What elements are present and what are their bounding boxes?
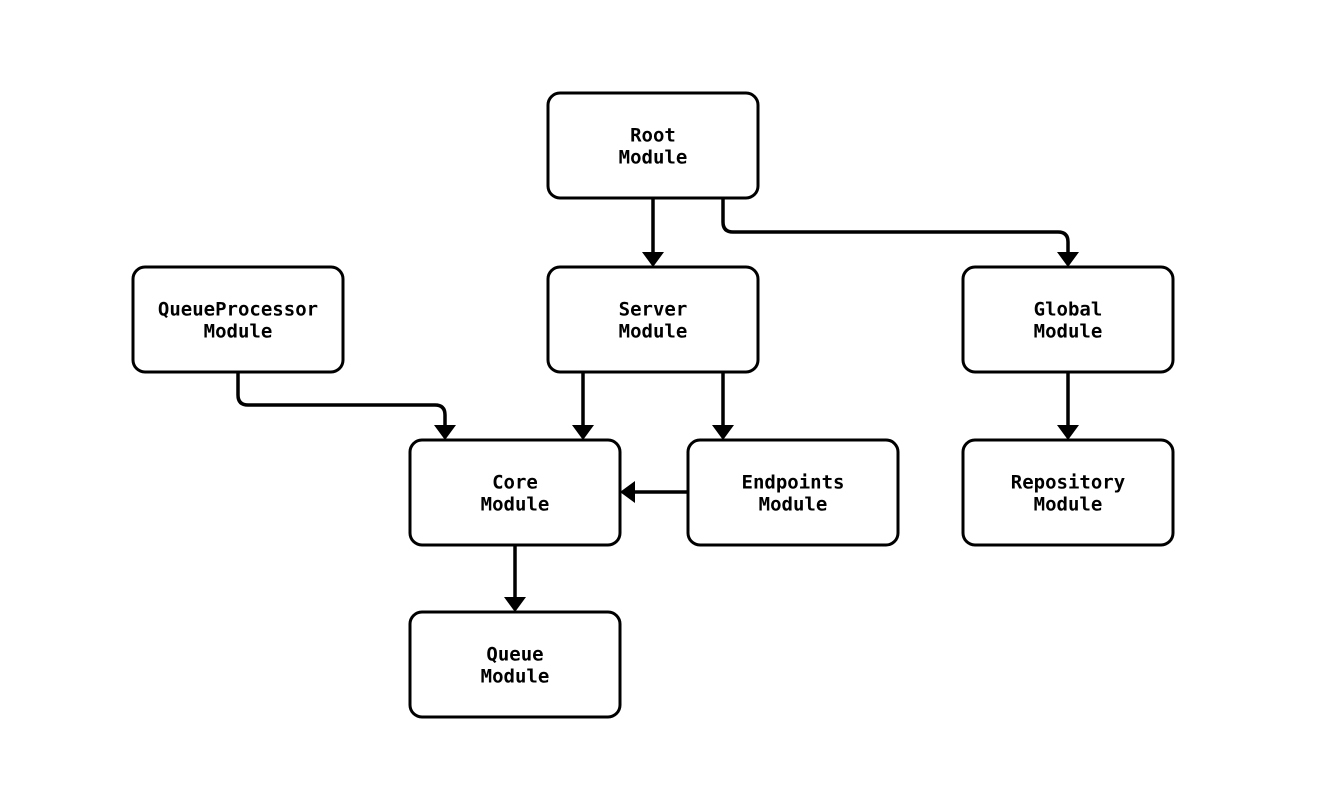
- edge-core-to-queue: [504, 545, 526, 612]
- arrowhead-icon: [1057, 252, 1079, 267]
- edge-line-root-to-global: [721, 198, 1070, 252]
- node-box-core: [408, 438, 622, 547]
- edge-line-queueprocessor-to-core: [236, 372, 447, 425]
- node-box-queueprocessor: [131, 265, 345, 374]
- node-box-root: [546, 91, 760, 200]
- node-box-endpoints: [686, 438, 900, 547]
- arrowhead-icon: [620, 481, 635, 503]
- node-box-server: [546, 265, 760, 374]
- arrowhead-icon: [434, 425, 456, 440]
- edge-root-to-global: [721, 198, 1079, 267]
- edge-global-to-repository: [1057, 372, 1079, 440]
- edge-endpoints-to-core: [620, 481, 688, 503]
- arrowhead-icon: [504, 597, 526, 612]
- edge-server-to-core: [572, 372, 594, 440]
- edge-server-to-endpoints: [712, 372, 734, 440]
- arrowhead-icon: [642, 252, 664, 267]
- arrowhead-icon: [572, 425, 594, 440]
- node-box-global: [961, 265, 1175, 374]
- node-box-queue: [408, 610, 622, 719]
- arrowhead-icon: [1057, 425, 1079, 440]
- edge-root-to-server: [642, 198, 664, 267]
- node-box-repository: [961, 438, 1175, 547]
- edge-queueprocessor-to-core: [236, 372, 456, 440]
- arrowhead-icon: [712, 425, 734, 440]
